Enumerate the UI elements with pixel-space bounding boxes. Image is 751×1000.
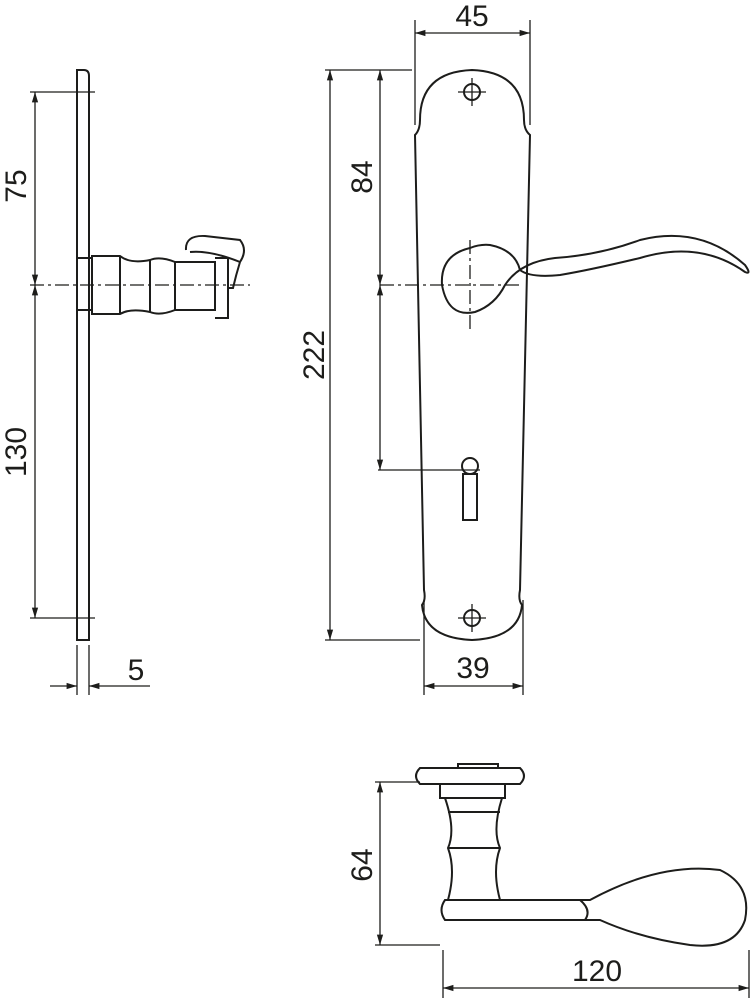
side-view: 75 130 5 (0, 69, 250, 695)
screw-top (458, 78, 486, 106)
dim-label-120: 120 (572, 955, 622, 988)
dim-label-64: 64 (346, 848, 379, 881)
lever-bottom (440, 867, 748, 947)
keyhole (461, 457, 479, 521)
dim-label-5: 5 (128, 654, 145, 687)
shank-bottom (443, 797, 504, 901)
screw-bottom (458, 604, 486, 632)
dim-label-130: 130 (0, 427, 33, 477)
lever-side (184, 234, 245, 319)
dim-label-75: 75 (0, 169, 33, 202)
dim-label-45: 45 (455, 0, 488, 33)
lever-front (440, 234, 750, 314)
backplate-front (413, 68, 532, 642)
front-view: 222 84 45 39 (298, 0, 750, 695)
dim-label-222: 222 (298, 330, 331, 380)
backplate-side (76, 69, 90, 641)
rose-bottom (415, 763, 525, 799)
bottom-view: 64 120 (346, 763, 750, 998)
dim-label-84: 84 (346, 160, 379, 193)
handle-shank-side (91, 255, 216, 315)
dim-label-39: 39 (456, 652, 489, 685)
